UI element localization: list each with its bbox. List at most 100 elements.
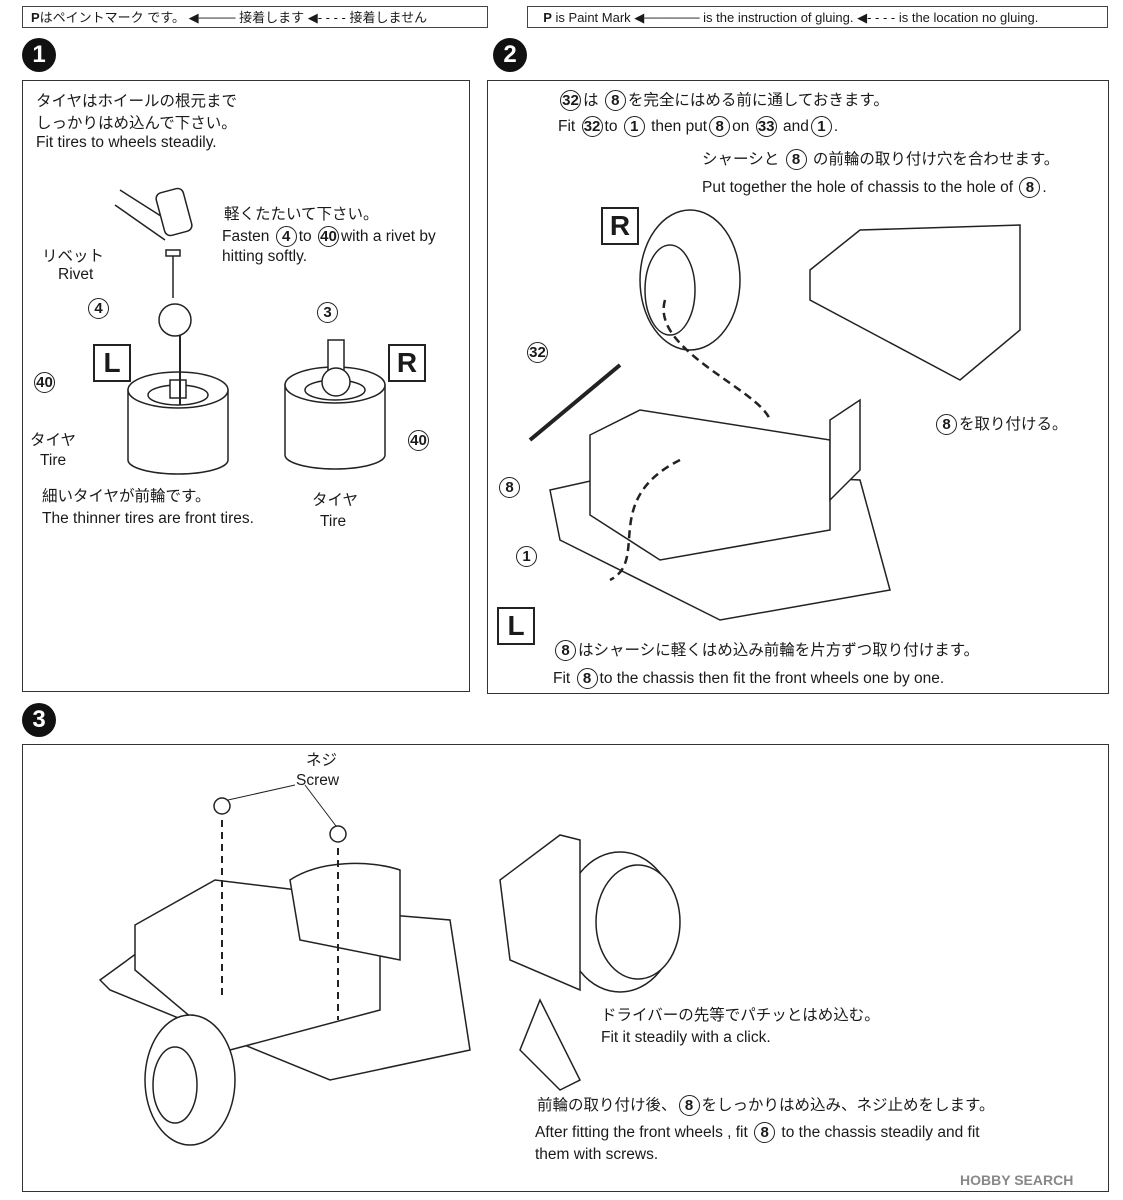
text-segment: with a rivet by: [340, 228, 436, 245]
text-segment: and: [783, 118, 809, 135]
right-marker: R: [601, 207, 639, 245]
left-marker: L: [93, 344, 131, 382]
instruction-line: 40: [406, 430, 431, 452]
text-segment: 8: [576, 668, 598, 690]
instruction-line: After fitting the front wheels , fit 8 t…: [535, 1122, 980, 1144]
step3-illustration: [98, 784, 681, 1146]
step1-en: Fit tires to wheels steadily.: [36, 134, 217, 151]
instruction-line: 32: [525, 342, 550, 364]
click-jp: ドライバーの先等でパチッとはめ込む。: [601, 1007, 880, 1024]
screw-jp: ネジ: [306, 752, 338, 769]
step-3-panel: [22, 744, 1109, 1192]
part-number: 4: [275, 226, 297, 248]
thin-en: The thinner tires are front tires.: [42, 510, 254, 527]
step-1-badge: 1: [22, 38, 56, 72]
final-jp: をしっかりはめ込み、ネジ止めをします。: [701, 1097, 995, 1114]
part-3-label: 3: [317, 302, 338, 324]
text-segment: to: [604, 118, 618, 135]
part-1-label: 1: [516, 546, 537, 568]
text-segment: シャーシと: [702, 151, 780, 168]
text-segment: to the chassis steadily and fit: [781, 1124, 980, 1141]
step2-illustration: [528, 209, 1021, 621]
instruction-line: 8: [497, 477, 522, 499]
text-segment: 8: [936, 414, 957, 436]
tire-jp: タイヤ: [30, 432, 77, 449]
step-3-badge: 3: [22, 703, 56, 737]
text-segment: Put together the hole of chassis to the …: [702, 179, 1014, 196]
watermark: HOBBY SEARCH: [960, 1172, 1074, 1188]
tap-jp: 軽くたたいて下さい。: [224, 206, 379, 223]
thin-jp: 細いタイヤが前輪です。: [42, 488, 211, 505]
instruction-line: 1: [514, 546, 539, 568]
tire2-jp: タイヤ: [312, 492, 359, 509]
part-40-label: 40: [408, 430, 429, 452]
text-segment: 8: [1019, 177, 1041, 199]
part-number: 32: [560, 90, 581, 112]
step1-jp-line1: タイヤはホイールの根元まで: [36, 93, 238, 110]
paint-mark-icon: P: [543, 10, 552, 25]
part-number: 8: [604, 90, 626, 112]
legend-english: P is Paint Mark ◀────── is the instructi…: [527, 6, 1108, 28]
step1-illustration: [114, 187, 386, 475]
rivet-en: Rivet: [58, 266, 94, 283]
text-segment: then put: [651, 118, 708, 135]
text-segment: 8: [678, 1095, 700, 1117]
instruction-line: 4: [86, 298, 111, 320]
part-40-label: 40: [34, 372, 55, 394]
part-32-label: 32: [527, 342, 548, 364]
tire-en: Tire: [40, 452, 67, 469]
text-segment: to the chassis then fit the front wheels…: [599, 670, 945, 687]
text-segment: on: [732, 118, 750, 135]
text-segment: 8: [785, 149, 807, 171]
instruction-line: Put together the hole of chassis to the …: [702, 177, 1047, 199]
text-segment: 1: [623, 116, 645, 138]
legend-glue-text: is the instruction of gluing.: [703, 10, 854, 25]
legend-paint-text: is Paint Mark: [555, 10, 631, 25]
text-segment: 33: [755, 116, 777, 138]
text-segment: の前輪の取り付け穴を合わせます。: [812, 151, 1060, 168]
rivet-jp: リベット: [42, 248, 105, 265]
left-marker: L: [497, 607, 535, 645]
instruction-line: シャーシと 8 の前輪の取り付け穴を合わせます。: [702, 149, 1059, 171]
instruction-line: 3: [315, 302, 340, 324]
text-segment: to: [298, 228, 312, 245]
final-en-2: them with screws.: [535, 1146, 659, 1163]
step-1-panel: [22, 80, 470, 692]
screw-en: Screw: [296, 772, 340, 789]
attach-text: を取り付ける。: [959, 416, 1068, 433]
legend-glue-text: 接着します: [239, 10, 305, 25]
instruction-line: 40: [32, 372, 57, 394]
text-segment: 1: [810, 116, 832, 138]
text-segment: .: [1042, 179, 1047, 196]
legend-noglue-text: is the location no gluing.: [898, 10, 1039, 25]
tire2-en: Tire: [320, 513, 347, 530]
legend-paint-text: はペイントマーク です。: [39, 10, 185, 25]
part-number: 40: [317, 226, 339, 248]
text-segment: 8: [709, 116, 731, 138]
text-segment: Fasten: [222, 228, 270, 245]
text-segment: .: [833, 118, 839, 135]
text-segment: 8: [555, 640, 576, 662]
legend-japanese: Pはペイントマーク です。 ◀──── 接着します ◀- - - - 接着しませ…: [22, 6, 488, 28]
text-segment: を完全にはめる前に通しておきます。: [627, 92, 889, 109]
bottom-jp: はシャーシに軽くはめ込み前輪を片方ずつ取り付けます。: [578, 642, 980, 659]
text-segment: 前輪の取り付け後、: [537, 1097, 677, 1114]
text-segment: After fitting the front wheels , fit: [535, 1124, 748, 1141]
legend-noglue-text: 接着しません: [349, 10, 428, 25]
step-2-badge: 2: [493, 38, 527, 72]
tap-en-2: hitting softly.: [222, 248, 308, 265]
part-4-label: 4: [88, 298, 109, 320]
text-segment: は: [583, 92, 599, 109]
text-segment: 32: [581, 116, 603, 138]
step-2-panel: [487, 80, 1109, 694]
paint-mark-icon: P: [31, 10, 40, 25]
text-segment: 8: [754, 1122, 776, 1144]
click-en: Fit it steadily with a click.: [601, 1029, 771, 1046]
